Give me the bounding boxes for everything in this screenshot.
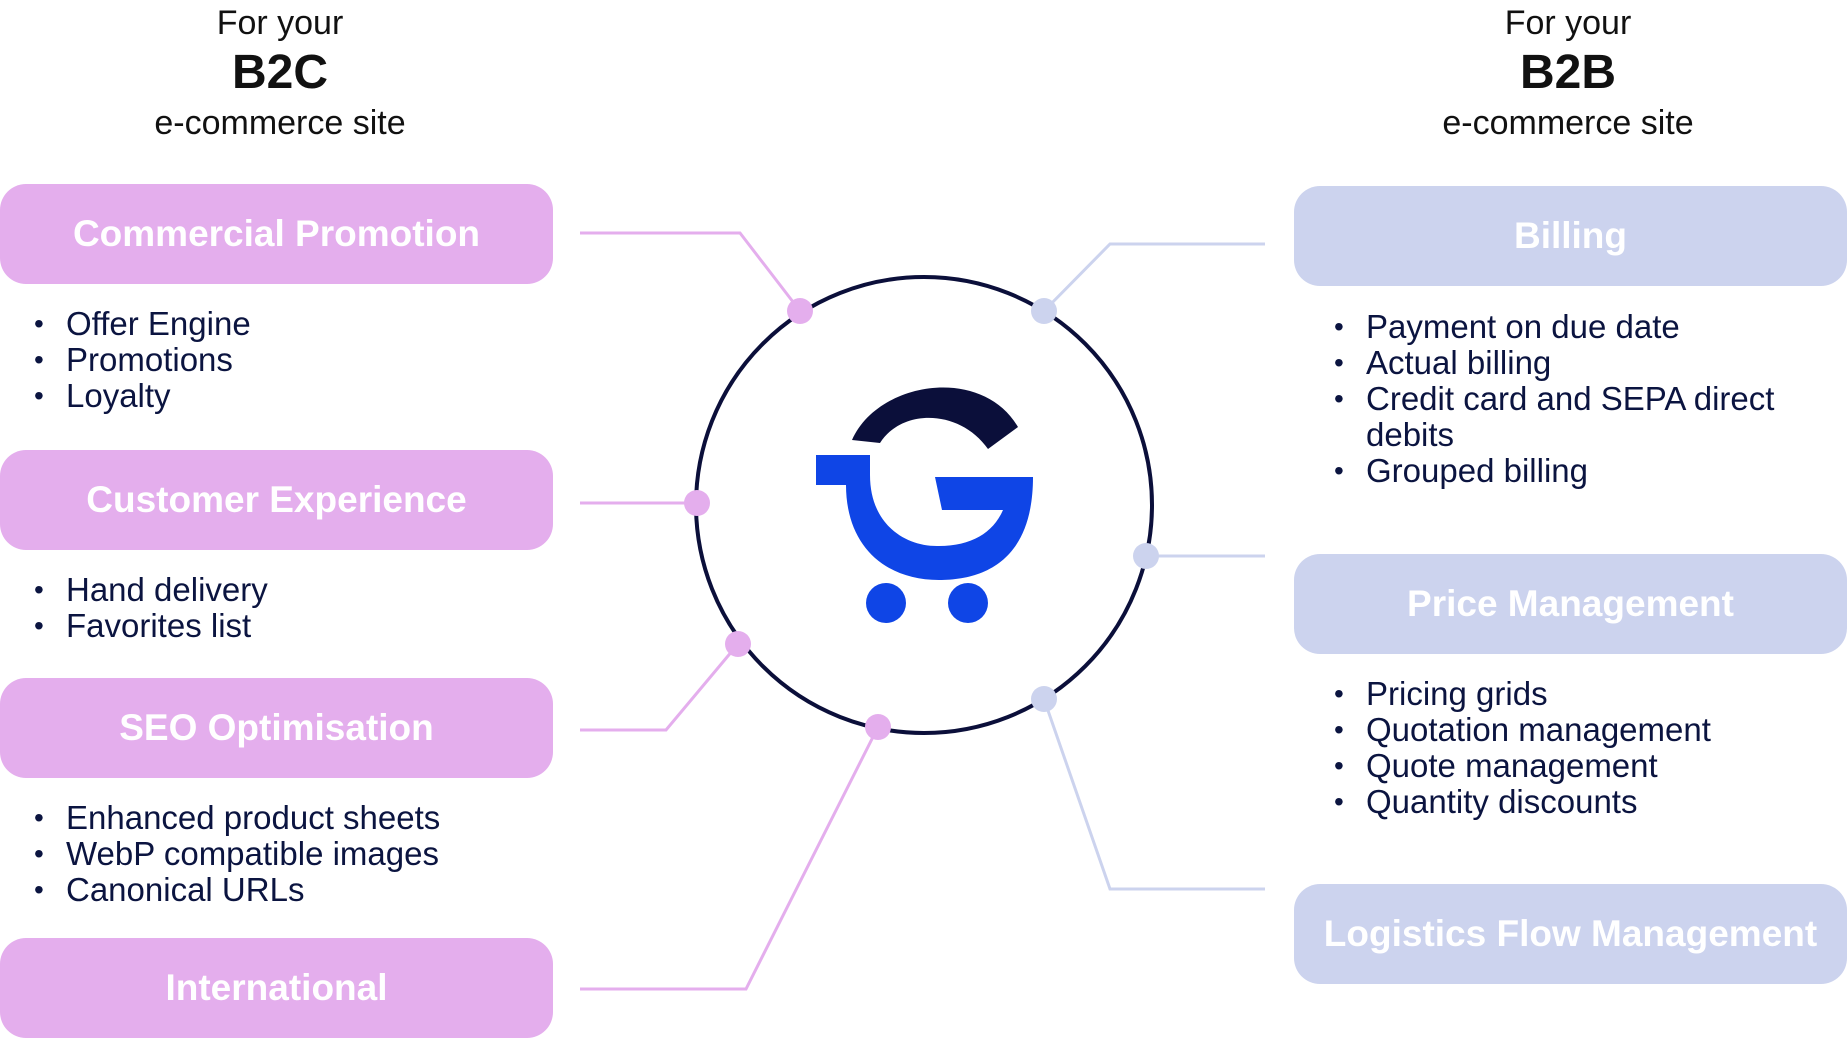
connector-dot — [865, 714, 891, 740]
list-item: Actual billing — [1300, 345, 1848, 382]
connector-dot — [725, 631, 751, 657]
billing-pill[interactable]: Billing — [1294, 186, 1847, 286]
connector-seo-optimisation — [580, 643, 740, 732]
b2b-heading-pre: For your — [1504, 4, 1632, 42]
connector-international — [580, 726, 880, 991]
list-item: Loyalty — [0, 378, 560, 415]
connector-dot — [787, 298, 813, 324]
b2c-heading-type: B2C — [231, 46, 329, 99]
commercial-promotion-pill[interactable]: Commercial Promotion — [0, 184, 553, 284]
seo-optimisation-list: Enhanced product sheets WebP compatible … — [0, 800, 560, 909]
connector-dot — [1031, 298, 1057, 324]
list-item: Quote management — [1300, 748, 1848, 785]
list-item: Enhanced product sheets — [0, 800, 560, 837]
billing-list: Payment on due date Actual billing Credi… — [1300, 309, 1848, 490]
list-item: Canonical URLs — [0, 872, 560, 909]
seo-optimisation-pill[interactable]: SEO Optimisation — [0, 678, 553, 778]
b2c-heading-pre: For your — [216, 4, 344, 42]
cart-g-logo-icon — [816, 387, 1033, 623]
b2b-heading-type: B2B — [1519, 46, 1617, 99]
list-item: Favorites list — [0, 608, 560, 645]
price-management-list: Pricing grids Quotation management Quote… — [1300, 676, 1848, 821]
b2b-heading: For your B2B e-commerce site — [1288, 2, 1848, 144]
list-item: Grouped billing — [1300, 453, 1848, 490]
customer-experience-list: Hand delivery Favorites list — [0, 572, 560, 645]
connector-billing — [1042, 242, 1265, 313]
list-item: Pricing grids — [1300, 676, 1848, 713]
connector-dot — [1133, 543, 1159, 569]
commercial-promotion-list: Offer Engine Promotions Loyalty — [0, 306, 560, 415]
list-item: WebP compatible images — [0, 836, 560, 873]
connector-commercial-promotion — [580, 231, 802, 312]
b2c-heading-post: e-commerce site — [154, 104, 406, 142]
hub-ring — [694, 275, 1154, 735]
connector-dot — [1031, 686, 1057, 712]
logistics-flow-management-pill[interactable]: Logistics Flow Management — [1294, 884, 1847, 984]
list-item: Quantity discounts — [1300, 784, 1848, 821]
list-item: Promotions — [0, 342, 560, 379]
connector-dot — [684, 490, 710, 516]
list-item: Quotation management — [1300, 712, 1848, 749]
b2c-heading: For your B2C e-commerce site — [0, 2, 560, 144]
connector-logistics-flow — [1042, 698, 1265, 891]
list-item: Hand delivery — [0, 572, 560, 609]
b2b-heading-post: e-commerce site — [1442, 104, 1694, 142]
list-item: Payment on due date — [1300, 309, 1848, 346]
list-item: Credit card and SEPA direct debits — [1300, 381, 1848, 453]
international-pill[interactable]: International — [0, 938, 553, 1038]
price-management-pill[interactable]: Price Management — [1294, 554, 1847, 654]
list-item: Offer Engine — [0, 306, 560, 343]
customer-experience-pill[interactable]: Customer Experience — [0, 450, 553, 550]
